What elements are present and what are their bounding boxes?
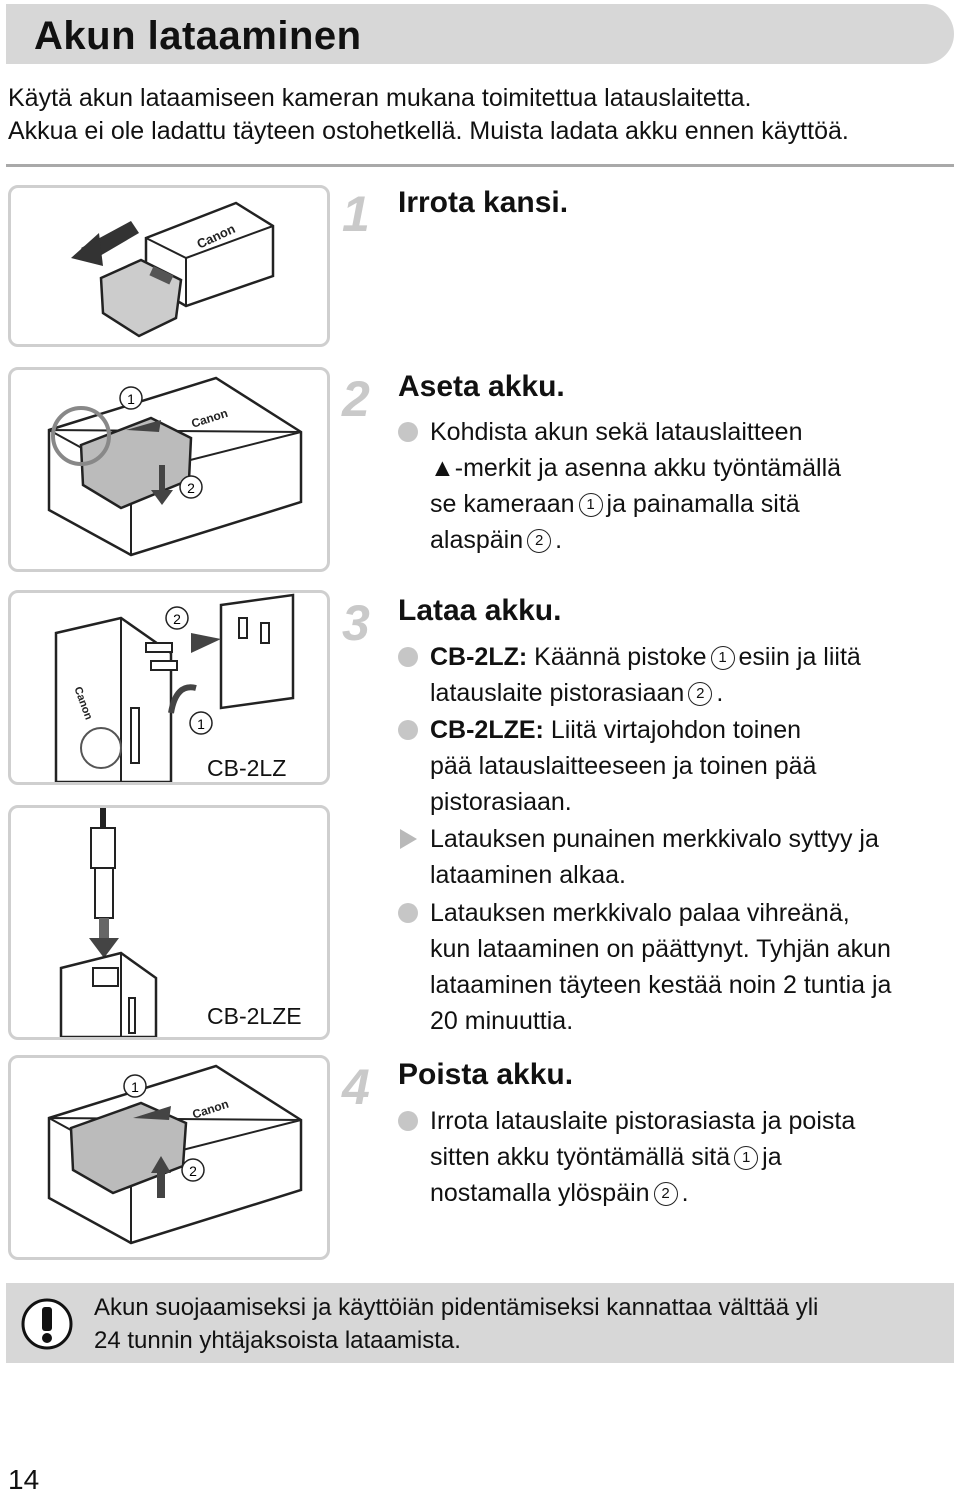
intro-line-1: Käytä akun lataamiseen kameran mukana to… bbox=[8, 84, 752, 112]
illustration-cb2lze: CB-2LZE bbox=[8, 805, 330, 1040]
mark-1: 1 bbox=[127, 391, 135, 407]
illustration-remove-battery: Canon 1 2 bbox=[8, 1055, 330, 1260]
mark-1: 1 bbox=[197, 716, 205, 732]
step3-result: Latauksen punainen merkkivalo syttyy ja … bbox=[398, 821, 953, 893]
mark-2: 2 bbox=[688, 682, 713, 706]
mark-2: 2 bbox=[527, 529, 552, 553]
charger-insert-drawing: Canon 1 2 bbox=[47, 376, 303, 557]
step-number-2: 2 bbox=[342, 371, 370, 427]
page-number: 14 bbox=[8, 1464, 40, 1495]
illustration-cb2lz: Canon 2 1 CB-2LZ bbox=[8, 590, 330, 785]
mark-1: 1 bbox=[578, 493, 603, 517]
circle-bullet-icon bbox=[398, 903, 418, 923]
page-title: Akun lataaminen bbox=[34, 14, 362, 58]
intro-line-2: Akkua ei ole ladattu täyteen ostohetkell… bbox=[8, 117, 849, 145]
battery-cover-drawing: Canon bbox=[71, 201, 275, 338]
circle-bullet-icon bbox=[398, 720, 418, 740]
step-number-1: 1 bbox=[342, 186, 370, 242]
exclamation-icon bbox=[21, 1298, 73, 1350]
illustration-insert-battery: Canon 1 2 bbox=[8, 367, 330, 572]
mark-1: 1 bbox=[710, 646, 735, 670]
charger-cord-drawing bbox=[59, 808, 158, 1037]
step-number-4: 4 bbox=[342, 1059, 370, 1115]
mark-2: 2 bbox=[189, 1163, 197, 1179]
caution-text: Akun suojaamiseksi ja käyttöiän pidentäm… bbox=[94, 1294, 819, 1354]
mark-2: 2 bbox=[173, 611, 181, 627]
step-title-4: Poista akku. bbox=[398, 1058, 574, 1091]
mark-1: 1 bbox=[734, 1146, 759, 1170]
step2-instruction: Kohdista akun sekä latauslaitteen ▲-merk… bbox=[398, 414, 953, 558]
mark-1: 1 bbox=[131, 1079, 139, 1095]
circle-bullet-icon bbox=[398, 422, 418, 442]
intro-text: Käytä akun lataamiseen kameran mukana to… bbox=[8, 82, 849, 148]
step-title-3: Lataa akku. bbox=[398, 594, 562, 627]
step-title-2: Aseta akku. bbox=[398, 370, 565, 403]
label-cb2lz: CB-2LZ bbox=[207, 755, 287, 781]
circle-bullet-icon bbox=[398, 647, 418, 667]
mark-2: 2 bbox=[187, 480, 195, 496]
step-number-3: 3 bbox=[342, 595, 370, 651]
label-cb2lze: CB-2LZE bbox=[207, 1003, 302, 1029]
charger-remove-drawing: Canon 1 2 bbox=[47, 1064, 303, 1245]
illustration-remove-cover: Canon bbox=[8, 185, 330, 347]
step-title-1: Irrota kansi. bbox=[398, 186, 569, 219]
step4-instruction: Irrota latauslaite pistorasiasta ja pois… bbox=[398, 1103, 953, 1211]
title-bar: Akun lataaminen bbox=[6, 4, 954, 64]
divider bbox=[6, 164, 954, 167]
step3-green-light: Latauksen merkkivalo palaa vihreänä, kun… bbox=[398, 895, 953, 1039]
mark-2: 2 bbox=[653, 1182, 678, 1206]
caution-box: Akun suojaamiseksi ja käyttöiän pidentäm… bbox=[6, 1283, 954, 1363]
triangle-result-icon bbox=[400, 829, 417, 849]
step3-cb2lze: CB-2LZE: Liitä virtajohdon toinen pää la… bbox=[398, 712, 953, 820]
circle-bullet-icon bbox=[398, 1111, 418, 1131]
charger-plug-drawing: Canon 2 1 bbox=[54, 593, 295, 782]
